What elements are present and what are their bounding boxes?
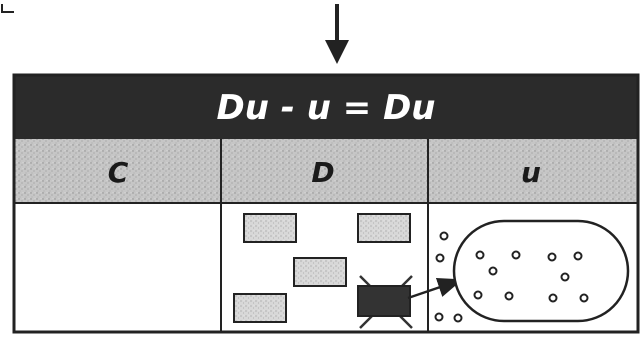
column-header-u: u [521,156,541,189]
crossed-out-box-icon [357,275,413,329]
transfer-arrow-icon [407,277,463,300]
down-arrow-icon [325,4,349,64]
light-box [293,257,347,287]
light-box [243,213,297,243]
column-header-c: C [108,156,129,189]
column-header-row [14,139,638,203]
particles [434,231,589,323]
table-grid [12,73,640,334]
title-bar [14,75,638,139]
light-box [233,293,287,323]
d-cell-content [233,213,413,329]
title-formula: Du - u = Du [216,88,435,128]
corner-bracket [1,4,14,13]
column-header-d: D [311,156,334,189]
cell-oval-icon [452,219,630,323]
light-box [357,213,411,243]
